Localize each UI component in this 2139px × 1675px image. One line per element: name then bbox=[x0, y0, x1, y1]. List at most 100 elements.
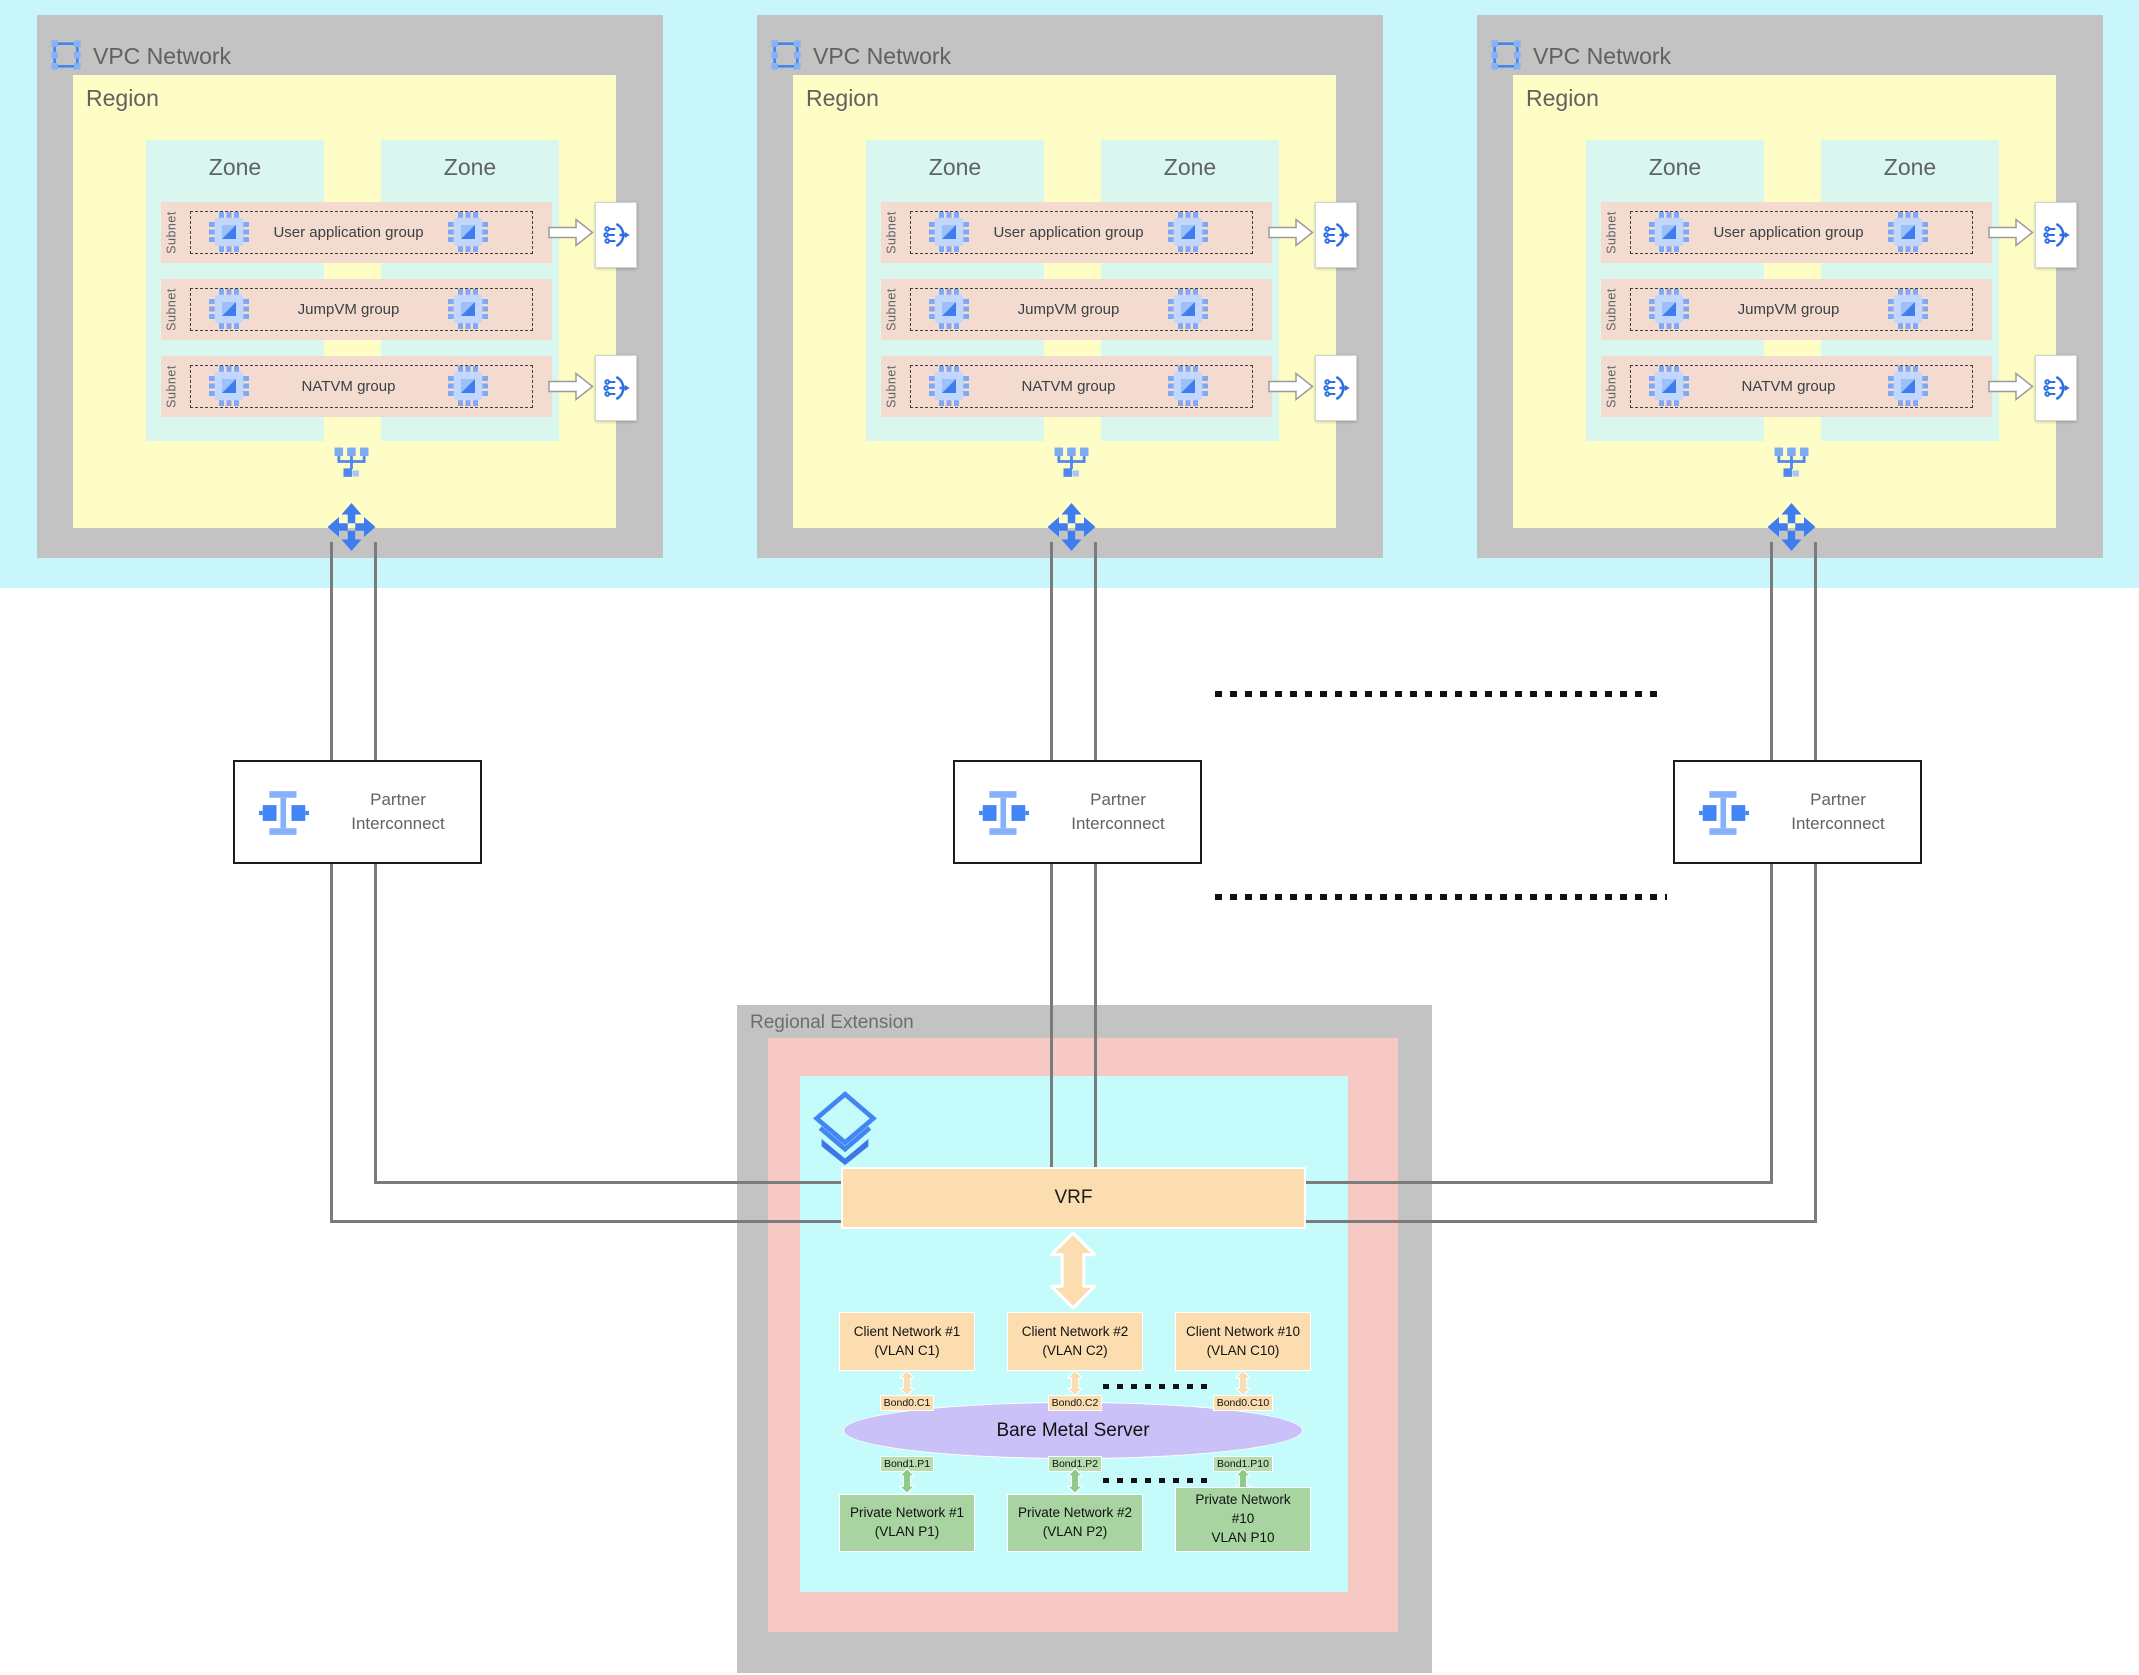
vpc-network-block: VPC Network Region Zone Zone Subnet User… bbox=[757, 15, 1383, 558]
region-label: Region bbox=[86, 85, 159, 111]
vm-icon bbox=[1888, 366, 1928, 406]
load-balancer-icon bbox=[601, 373, 631, 403]
dotted-separator bbox=[1103, 1478, 1213, 1483]
partner-interconnect-box: Partner Interconnect bbox=[953, 760, 1202, 864]
load-balancing-tree-icon bbox=[1053, 445, 1090, 481]
client-network-box: Client Network #10 (VLAN C10) bbox=[1175, 1312, 1311, 1371]
bond-label-wrap: Bond0.C1 bbox=[839, 1393, 975, 1411]
zone-label: Zone bbox=[443, 154, 497, 180]
vm-icon bbox=[209, 212, 249, 252]
bond-label-wrap: Bond0.C2 bbox=[1007, 1393, 1143, 1411]
egress-arrow-icon bbox=[548, 218, 594, 247]
partner-interconnect-icon bbox=[257, 788, 311, 838]
bare-metal-solution-icon bbox=[812, 1090, 878, 1166]
group-label: JumpVM group bbox=[297, 301, 400, 318]
connector-line bbox=[1814, 542, 1817, 1223]
vm-icon bbox=[1649, 212, 1689, 252]
vpc-network-icon bbox=[1490, 39, 1522, 71]
instance-group-outline bbox=[190, 365, 533, 408]
region-label: Region bbox=[1526, 85, 1599, 111]
subnet-row: Subnet NATVM group bbox=[881, 356, 1272, 417]
subnet-row: Subnet NATVM group bbox=[161, 356, 552, 417]
vm-icon bbox=[929, 289, 969, 329]
vrf-bar: VRF bbox=[841, 1167, 1306, 1229]
load-balancing-tree-icon bbox=[1773, 445, 1810, 481]
subnet-row: Subnet JumpVM group bbox=[1601, 279, 1992, 340]
connector-line bbox=[374, 1181, 841, 1184]
instance-group-outline bbox=[190, 211, 533, 254]
group-label: User application group bbox=[1713, 224, 1864, 241]
vpc-network-title: VPC Network bbox=[93, 43, 232, 69]
load-balancer-box bbox=[1315, 355, 1357, 421]
group-label: NATVM group bbox=[1021, 378, 1116, 395]
group-label: NATVM group bbox=[1741, 378, 1836, 395]
bond-label: Bond1.P1 bbox=[879, 1456, 935, 1472]
connector-line bbox=[1306, 1181, 1773, 1184]
subnet-row: Subnet JumpVM group bbox=[161, 279, 552, 340]
vm-icon bbox=[209, 289, 249, 329]
load-balancer-icon bbox=[2041, 373, 2071, 403]
bond-label: Bond0.C10 bbox=[1212, 1395, 1274, 1411]
client-network-box: Client Network #2 (VLAN C2) bbox=[1007, 1312, 1143, 1371]
region-label: Region bbox=[806, 85, 879, 111]
vm-icon bbox=[1649, 289, 1689, 329]
egress-arrow-icon bbox=[1268, 372, 1314, 401]
load-balancer-box bbox=[2035, 355, 2077, 421]
vm-icon bbox=[209, 366, 249, 406]
regional-extension-title: Regional Extension bbox=[750, 1012, 914, 1033]
private-network-box: Private Network #10 VLAN P10 bbox=[1175, 1487, 1311, 1552]
vpc-network-icon bbox=[50, 39, 82, 71]
group-label: JumpVM group bbox=[1017, 301, 1120, 318]
partner-interconnect-box: Partner Interconnect bbox=[233, 760, 482, 864]
vm-icon bbox=[448, 289, 488, 329]
instance-group-outline bbox=[1630, 365, 1973, 408]
instance-group-outline bbox=[910, 211, 1253, 254]
vm-icon bbox=[929, 212, 969, 252]
egress-arrow-icon bbox=[1988, 218, 2034, 247]
zone-label: Zone bbox=[208, 154, 262, 180]
partner-interconnect-label: Partner Interconnect bbox=[351, 790, 445, 833]
partner-interconnect-label: Partner Interconnect bbox=[1071, 790, 1165, 833]
bare-metal-server: Bare Metal Server bbox=[843, 1402, 1303, 1459]
vm-icon bbox=[448, 212, 488, 252]
vm-icon bbox=[1168, 212, 1208, 252]
instance-group-outline bbox=[910, 365, 1253, 408]
load-balancer-box bbox=[595, 202, 637, 268]
load-balancer-icon bbox=[1321, 220, 1351, 250]
instance-group-outline bbox=[910, 288, 1253, 331]
bond-label-wrap: Bond1.P1 bbox=[839, 1454, 975, 1472]
vrf-bidirectional-arrow bbox=[1047, 1231, 1099, 1310]
egress-arrow-icon bbox=[1268, 218, 1314, 247]
load-balancer-box bbox=[2035, 202, 2077, 268]
private-network-box: Private Network #1 (VLAN P1) bbox=[839, 1494, 975, 1552]
vpc-network-title: VPC Network bbox=[813, 43, 952, 69]
bond-label-wrap: Bond0.C10 bbox=[1175, 1393, 1311, 1411]
subnet-row: Subnet NATVM group bbox=[1601, 356, 1992, 417]
zone-label: Zone bbox=[1883, 154, 1937, 180]
bond-label: Bond0.C1 bbox=[879, 1395, 935, 1411]
vm-icon bbox=[929, 366, 969, 406]
vm-icon bbox=[1168, 366, 1208, 406]
vm-icon bbox=[448, 366, 488, 406]
group-label: User application group bbox=[273, 224, 424, 241]
vm-icon bbox=[1649, 366, 1689, 406]
load-balancer-box bbox=[1315, 202, 1357, 268]
load-balancing-tree-icon bbox=[333, 445, 370, 481]
zone-label: Zone bbox=[1163, 154, 1217, 180]
connector-line bbox=[330, 1220, 841, 1223]
partner-interconnect-box: Partner Interconnect bbox=[1673, 760, 1922, 864]
partner-interconnect-icon bbox=[977, 788, 1031, 838]
connector-line bbox=[330, 542, 333, 1223]
vm-icon bbox=[1888, 289, 1928, 329]
bond-arrow-icon bbox=[1065, 1468, 1085, 1494]
vm-icon bbox=[1168, 289, 1208, 329]
zone-label: Zone bbox=[928, 154, 982, 180]
dotted-separator bbox=[1103, 1384, 1213, 1389]
load-balancer-icon bbox=[601, 220, 631, 250]
subnet-row: Subnet User application group bbox=[1601, 202, 1992, 263]
zone-label: Zone bbox=[1648, 154, 1702, 180]
group-label: User application group bbox=[993, 224, 1144, 241]
group-label: NATVM group bbox=[301, 378, 396, 395]
egress-arrow-icon bbox=[1988, 372, 2034, 401]
